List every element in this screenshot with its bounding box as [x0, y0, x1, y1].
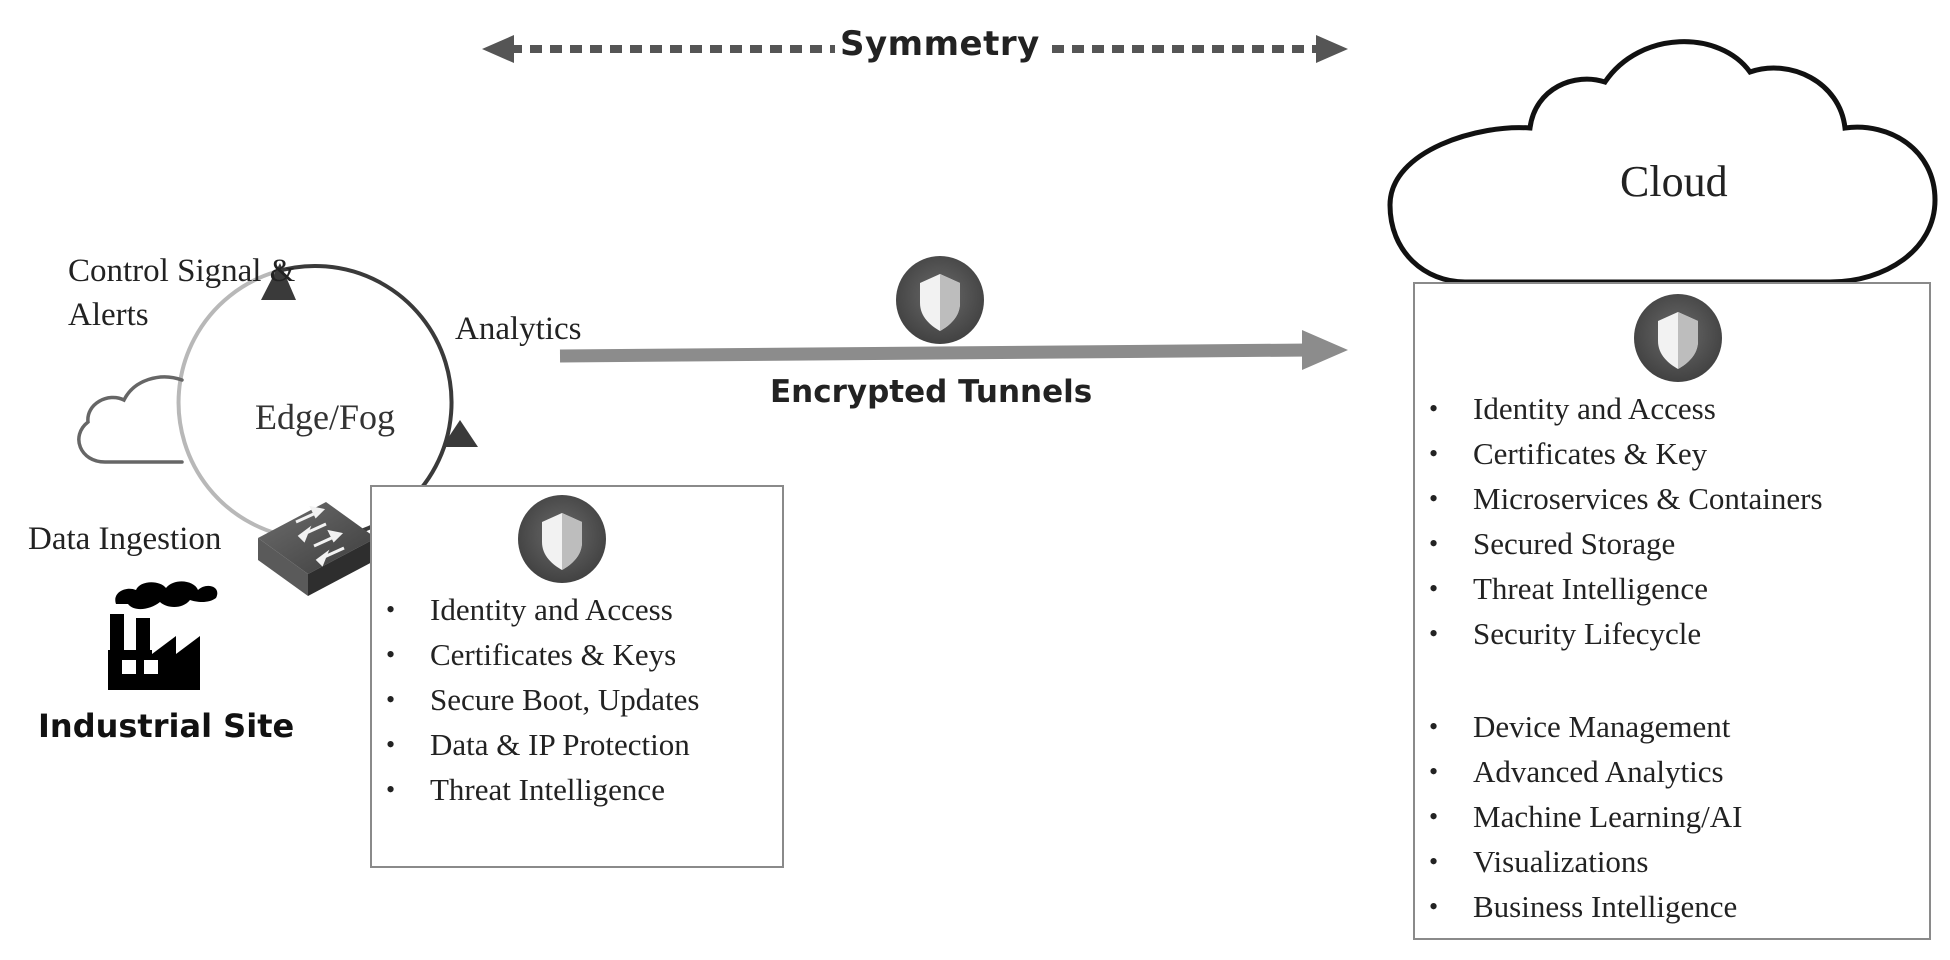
list-item: Business Intelligence	[1415, 884, 1742, 929]
list-item: Microservices & Containers	[1415, 476, 1823, 521]
edge-fog-label: Edge/Fog	[255, 397, 395, 437]
data-ingestion-label: Data Ingestion	[28, 521, 222, 557]
list-item: Identity and Access	[1415, 386, 1823, 431]
list-item: Identity and Access	[372, 587, 699, 632]
list-item: Secure Boot, Updates	[372, 677, 699, 722]
industrial-site-label: Industrial Site	[38, 707, 295, 745]
cloud-platform-list: Device Management Advanced Analytics Mac…	[1415, 704, 1742, 929]
factory-icon	[108, 581, 218, 690]
list-item: Threat Intelligence	[1415, 566, 1823, 611]
list-item: Device Management	[1415, 704, 1742, 749]
list-item: Threat Intelligence	[372, 767, 699, 812]
shield-icon	[518, 495, 606, 583]
list-item: Security Lifecycle	[1415, 611, 1823, 656]
list-item: Data & IP Protection	[372, 722, 699, 767]
control-signal-line2: Alerts	[68, 296, 149, 333]
symmetry-label: Symmetry	[840, 24, 1040, 64]
list-item: Advanced Analytics	[1415, 749, 1742, 794]
edge-security-list: Identity and Access Certificates & Keys …	[372, 587, 699, 812]
cloud-title: Cloud	[1620, 157, 1728, 206]
shield-icon	[1634, 294, 1722, 382]
network-switch-icon	[258, 502, 376, 596]
list-item: Certificates & Keys	[372, 632, 699, 677]
cloud-outline-icon	[77, 375, 184, 464]
symmetry-arrow	[482, 35, 1348, 63]
cloud-security-panel: Identity and Access Certificates & Key M…	[1413, 282, 1931, 940]
analytics-label: Analytics	[455, 311, 582, 347]
list-item: Secured Storage	[1415, 521, 1823, 566]
list-item: Visualizations	[1415, 839, 1742, 884]
list-item: Certificates & Key	[1415, 431, 1823, 476]
control-signal-label: Control Signal & Alerts	[68, 250, 295, 337]
cloud-icon	[1387, 39, 1938, 285]
control-signal-line1: Control Signal &	[68, 253, 296, 289]
encrypted-tunnels-label: Encrypted Tunnels	[770, 374, 1093, 410]
cloud-security-list: Identity and Access Certificates & Key M…	[1415, 386, 1823, 656]
shield-icon	[896, 256, 984, 344]
tunnel-arrow	[559, 330, 1348, 370]
list-item: Machine Learning/AI	[1415, 794, 1742, 839]
edge-security-panel: Identity and Access Certificates & Keys …	[370, 485, 784, 868]
